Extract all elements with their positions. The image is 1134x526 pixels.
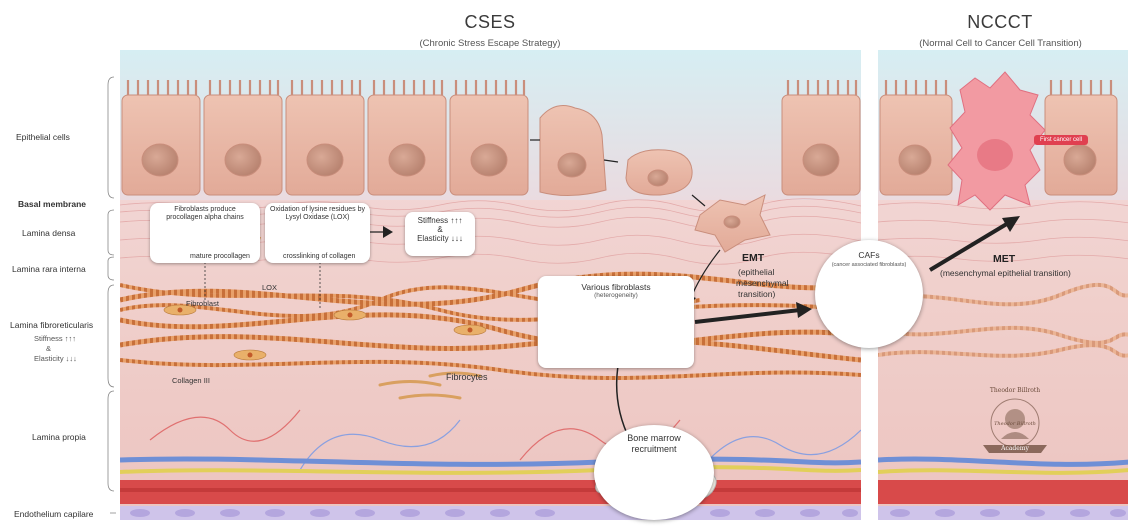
stiffness-label: Stiffness ↑↑↑ <box>417 216 463 225</box>
label-lamina-propia: Lamina propia <box>32 432 86 442</box>
fibroblast-cells <box>163 304 487 361</box>
cafs-title: CAFs <box>858 250 880 260</box>
label-lamina-fibroreticularis: Lamina fibroreticularis <box>10 320 94 330</box>
cses-title: CSES <box>464 12 516 32</box>
bone-marrow-line2: recruitment <box>631 444 677 454</box>
logo-top-text: Theodor Billroth <box>989 387 1041 394</box>
label-lamina-densa: Lamina densa <box>22 228 76 238</box>
stiffness-and: & <box>437 225 443 234</box>
lox-box: Oxidation of lysine residues by Lysyl Ox… <box>265 203 370 263</box>
fibroblast-label: Fibroblast <box>186 299 219 308</box>
procollagen-title: Fibroblasts produce procollagen alpha ch… <box>166 206 244 222</box>
label-epithelial-cells: Epithelial cells <box>16 132 70 142</box>
various-fibroblasts-box: Various fibroblasts (heterogeneity) <box>538 276 694 368</box>
logo-bottom-text: Academy <box>1001 445 1029 452</box>
label-endothelium: Endothelium capilare <box>14 509 94 519</box>
label-basal-membrane: Basal membrane <box>18 199 87 209</box>
cancer-cell <box>947 71 1046 211</box>
procollagen-box: Fibroblasts produce procollagen alpha ch… <box>150 203 260 263</box>
microvilli-right <box>884 80 1113 95</box>
academy-seal-icon <box>983 398 1047 453</box>
met-subtitle: (mesenchymal epithelial transition) <box>940 268 1071 278</box>
blood-vessels <box>120 456 861 504</box>
collagen-3-label: Collagen III <box>172 376 210 385</box>
cses-subtitle: (Chronic Stress Escape Strategy) <box>419 38 561 49</box>
microvilli <box>126 80 858 95</box>
nccct-title: NCCCT <box>967 12 1033 32</box>
procollagen-caption: mature procollagen <box>190 253 250 260</box>
layer-brackets <box>107 76 116 514</box>
nccct-subtitle: (Normal Cell to Cancer Cell Transition) <box>919 38 1082 49</box>
lox-label: LOX <box>262 283 278 292</box>
emt-line3: transition) <box>738 289 776 299</box>
bone-marrow-circle: Bone marrow recruitment <box>594 425 714 520</box>
emt-line1: (epithelial <box>738 267 775 277</box>
label-lamina-rara: Lamina rara interna <box>12 264 86 274</box>
fibrocytes-label: Fibrocytes <box>446 372 488 382</box>
elasticity-label: Elasticity ↓↓↓ <box>417 234 463 243</box>
stiffness-box: Stiffness ↑↑↑ & Elasticity ↓↓↓ <box>405 212 475 256</box>
bone-marrow-line1: Bone marrow <box>627 433 681 443</box>
theodor-billroth-logo: Theodor Billroth Theodor Billroth Academ… <box>975 385 1055 465</box>
first-cancer-cell-badge: First cancer cell <box>1034 135 1089 145</box>
logo-signature: Theodor Billroth <box>994 421 1036 427</box>
various-fibroblasts-title: Various fibroblasts <box>581 282 651 292</box>
met-label: MET <box>993 253 1016 265</box>
basal-membrane-fibers-right <box>878 201 1128 262</box>
epithelial-cells-left <box>121 94 861 253</box>
cafs-subtitle: (cancer associated fibroblasts) <box>831 262 907 268</box>
leader-lines <box>204 262 321 310</box>
collagen-fibrils <box>120 271 861 381</box>
collagen-fibrils-right <box>878 282 1128 358</box>
epithelial-cells-right <box>879 94 1118 196</box>
fibrocytes <box>378 371 482 400</box>
lox-title: Oxidation of lysine residues by Lysyl Ox… <box>270 206 365 222</box>
cafs-circle: CAFs (cancer associated fibroblasts) <box>815 240 923 348</box>
label-fibro-and: & <box>46 344 52 353</box>
emt-label: EMT <box>742 252 765 264</box>
emt-line2: mesenchymal <box>736 278 789 288</box>
lox-caption: crosslinking of collagen <box>283 253 356 260</box>
endothelium-nuclei <box>130 509 1126 517</box>
label-fibro-elasticity: Elasticity ↓↓↓ <box>34 354 77 363</box>
blood-vessels-right <box>878 456 1128 504</box>
various-fibroblasts-sub: (heterogeneity) <box>594 292 638 299</box>
label-fibro-stiffness: Stiffness ↑↑↑ <box>34 334 76 343</box>
